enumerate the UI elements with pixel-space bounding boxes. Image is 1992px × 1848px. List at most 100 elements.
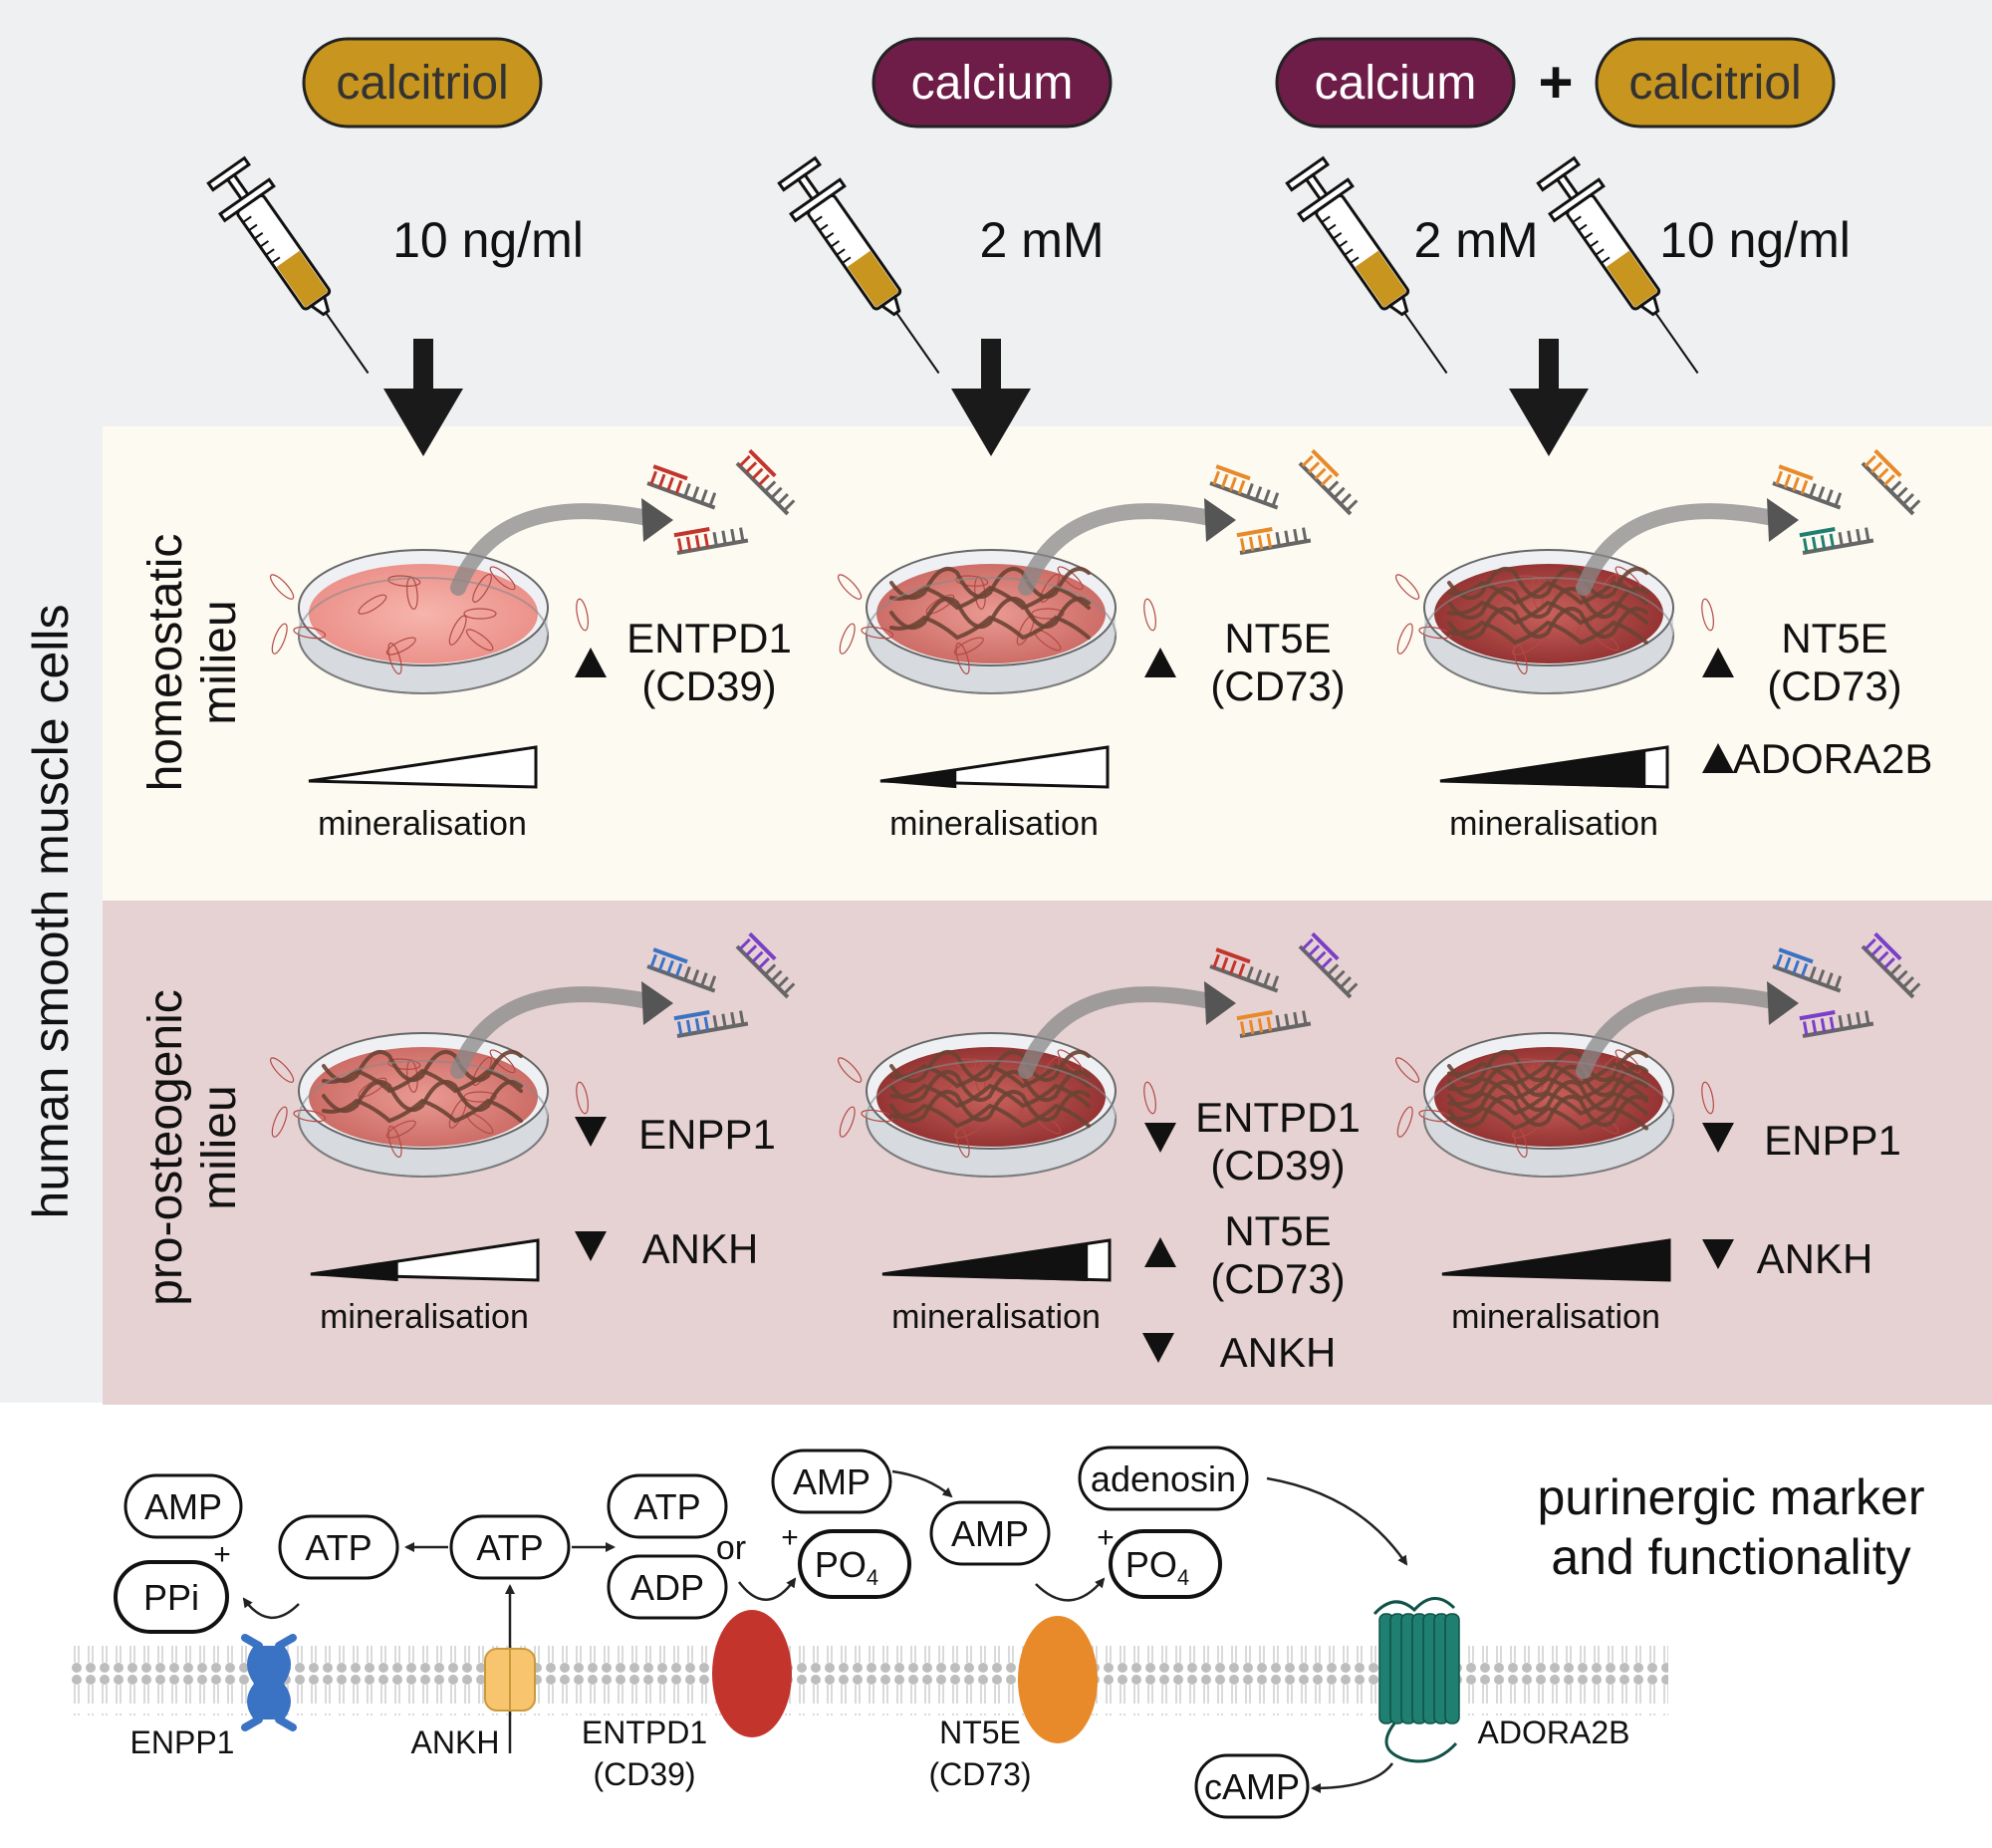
node-atp: ATP bbox=[607, 1473, 728, 1539]
osteogenic-col3-dna-icon bbox=[1861, 931, 1921, 999]
homeostatic-col2-dna-icon bbox=[1236, 527, 1312, 555]
marker-cd39: (CD39) bbox=[641, 662, 776, 709]
mineralisation-label: mineralisation bbox=[889, 805, 1099, 843]
svg-text:ATP: ATP bbox=[633, 1486, 700, 1527]
pathway-title-line2: and functionality bbox=[1551, 1529, 1910, 1585]
arrow-icon bbox=[1266, 1476, 1408, 1566]
plus-sign: + bbox=[781, 1521, 799, 1554]
node-amp: AMP bbox=[929, 1500, 1051, 1566]
petri-dish-osteogenic-col3 bbox=[1394, 1032, 1714, 1178]
ankh-protein-icon bbox=[484, 1648, 536, 1712]
side-label: human smooth muscle cells bbox=[23, 605, 79, 1219]
up-triangle-icon bbox=[1702, 648, 1734, 677]
svg-text:AMP: AMP bbox=[951, 1513, 1029, 1554]
pathway-title-line1: purinergic marker bbox=[1537, 1469, 1924, 1525]
dose-col2: 2 mM bbox=[980, 212, 1105, 268]
down-arrow-icon bbox=[1509, 339, 1589, 456]
homeostatic-label-line1: homeostatic bbox=[139, 534, 192, 792]
mineralisation-label: mineralisation bbox=[318, 805, 527, 843]
dose-col3-calcium: 2 mM bbox=[1414, 212, 1539, 268]
label-adora2b: ADORA2B bbox=[1478, 1715, 1630, 1750]
marker-enpp1: ENPP1 bbox=[638, 1111, 776, 1158]
marker-cd73: (CD73) bbox=[1767, 662, 1901, 709]
homeostatic-col2-dna-icon bbox=[1209, 464, 1280, 510]
marker-nt5e: NT5E bbox=[1224, 1207, 1331, 1254]
homeostatic-col3-dna-icon bbox=[1861, 448, 1921, 516]
label-cd73: (CD73) bbox=[928, 1756, 1031, 1792]
marker-cd39: (CD39) bbox=[1210, 1142, 1345, 1188]
node-po4: PO4 bbox=[1109, 1529, 1222, 1599]
node-adp: ADP bbox=[607, 1554, 728, 1620]
marker-nt5e: NT5E bbox=[1781, 615, 1887, 661]
curved-arrow-icon bbox=[1018, 981, 1236, 1079]
curved-arrow-icon bbox=[1576, 498, 1799, 596]
down-triangle-icon bbox=[1702, 1123, 1734, 1153]
homeostatic-label-line2: milieu bbox=[193, 600, 246, 724]
curved-arrow-icon bbox=[1576, 981, 1799, 1079]
pill-calcitriol-col1: calcitriol bbox=[302, 37, 543, 129]
plus-sign: + bbox=[1097, 1521, 1115, 1554]
entpd1-protein-icon bbox=[712, 1610, 792, 1737]
svg-text:calcitriol: calcitriol bbox=[1628, 57, 1801, 110]
pill-calcium-col3: calcium bbox=[1275, 37, 1516, 129]
curved-arrow-icon bbox=[450, 981, 673, 1079]
down-triangle-icon bbox=[575, 1231, 607, 1261]
svg-text:AMP: AMP bbox=[144, 1486, 222, 1527]
osteogenic-col1-dna-icon bbox=[673, 1010, 749, 1038]
down-arrow-icon bbox=[951, 339, 1031, 456]
svg-text:calcitriol: calcitriol bbox=[336, 57, 508, 110]
homeostatic-col1-dna-icon bbox=[673, 527, 749, 555]
syringe-icon bbox=[777, 155, 940, 375]
down-arrow-icon bbox=[383, 339, 463, 456]
mineralisation-fill bbox=[1441, 1238, 1670, 1282]
osteogenic-col1-dna-icon bbox=[646, 947, 717, 993]
arrow-icon bbox=[738, 1577, 797, 1601]
homeostatic-col2-dna-icon bbox=[1298, 448, 1359, 516]
mineralisation-label: mineralisation bbox=[320, 1298, 529, 1336]
osteogenic-col3-dna-icon bbox=[1799, 1010, 1874, 1038]
svg-text:calcium: calcium bbox=[1315, 57, 1477, 110]
mineralisation-label: mineralisation bbox=[1449, 805, 1658, 843]
plus-sign: + bbox=[213, 1538, 231, 1571]
mineralisation-wedge-osteogenic-col3: mineralisation bbox=[1441, 1238, 1671, 1336]
marker-nt5e: NT5E bbox=[1224, 615, 1331, 661]
up-triangle-icon bbox=[1144, 1237, 1176, 1267]
node-atp: ATP bbox=[278, 1514, 399, 1580]
label-enpp1: ENPP1 bbox=[130, 1724, 235, 1760]
node-amp: AMP bbox=[771, 1449, 892, 1514]
marker-ankh: ANKH bbox=[642, 1225, 759, 1272]
mineralisation-wedge-osteogenic-col2: mineralisation bbox=[881, 1238, 1112, 1336]
pill-calcium-col2: calcium bbox=[872, 37, 1113, 129]
label-ankh: ANKH bbox=[411, 1724, 500, 1760]
marker-adora2b: ADORA2B bbox=[1733, 735, 1933, 782]
syringe-icon bbox=[206, 155, 370, 375]
svg-text:ATP: ATP bbox=[476, 1527, 543, 1568]
svg-text:ATP: ATP bbox=[305, 1527, 372, 1568]
marker-ankh: ANKH bbox=[1757, 1235, 1873, 1282]
marker-entpd1: ENTPD1 bbox=[626, 615, 792, 661]
petri-dish-homeostatic-col1 bbox=[269, 549, 589, 694]
up-triangle-icon bbox=[575, 648, 607, 677]
node-amp: AMP bbox=[124, 1473, 243, 1539]
mineralisation-wedge-homeostatic-col1: mineralisation bbox=[308, 745, 538, 843]
osteogenic-col2-dna-icon bbox=[1209, 947, 1280, 993]
label-entpd1: ENTPD1 bbox=[582, 1715, 707, 1750]
down-triangle-icon bbox=[1144, 1123, 1176, 1153]
plus-sign: + bbox=[1538, 49, 1573, 116]
marker-cd73: (CD73) bbox=[1210, 1255, 1345, 1302]
svg-text:PPi: PPi bbox=[143, 1577, 199, 1618]
mineralisation-fill bbox=[881, 1242, 1089, 1282]
osteogenic-col1-dna-icon bbox=[735, 931, 796, 999]
marker-cd73: (CD73) bbox=[1210, 662, 1345, 709]
mineralisation-fill bbox=[1439, 749, 1646, 789]
syringe-icon bbox=[1285, 155, 1448, 375]
label-cd39: (CD39) bbox=[593, 1756, 695, 1792]
mineralisation-label: mineralisation bbox=[1451, 1298, 1660, 1336]
marker-entpd1: ENTPD1 bbox=[1195, 1094, 1361, 1141]
mineralisation-wedge-osteogenic-col1: mineralisation bbox=[310, 1238, 540, 1336]
dose-col3-calcitriol: 10 ng/ml bbox=[1659, 212, 1851, 268]
marker-enpp1: ENPP1 bbox=[1764, 1117, 1901, 1164]
node-ppi: PPi bbox=[114, 1560, 229, 1634]
